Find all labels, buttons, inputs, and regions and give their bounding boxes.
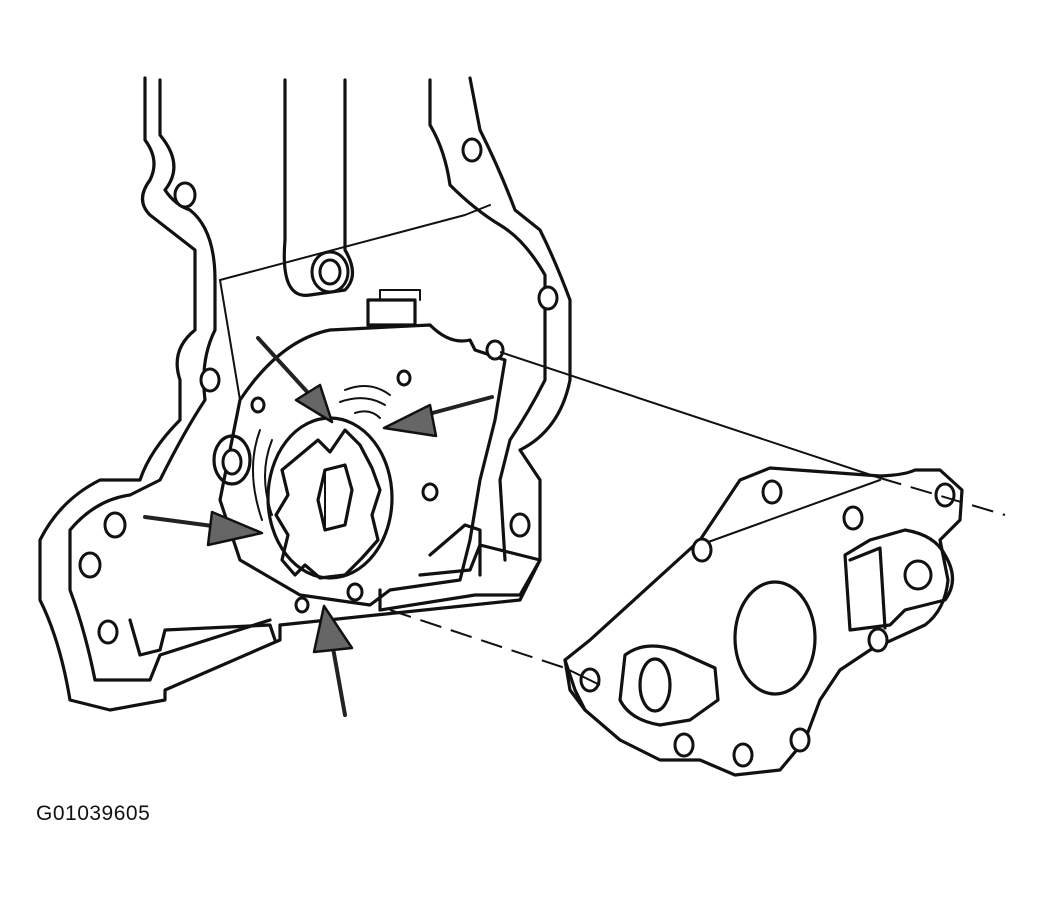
figure-caption: G01039605 (36, 802, 151, 825)
boss-bore (903, 559, 933, 591)
bolt-hole (250, 396, 266, 414)
crank-seal (212, 434, 252, 486)
arrow-bottom (312, 604, 354, 717)
front-cover-housing (38, 76, 572, 712)
bolt-hole (78, 551, 102, 579)
bolt-hole (97, 619, 119, 645)
arrow-upper-left (256, 336, 334, 424)
bolt-hole (396, 369, 412, 387)
bolt-hole (789, 727, 811, 753)
center-bore (733, 580, 817, 696)
bolt-hole (867, 627, 889, 653)
bolt-hole (346, 582, 364, 602)
bolt-hole (173, 181, 197, 209)
bolt-hole (691, 537, 713, 563)
bolt-hole (421, 482, 439, 502)
bolt-hole (761, 479, 783, 505)
bolt-hole (199, 367, 221, 393)
arrow-upper-right (382, 395, 494, 438)
inner-rotor-gear (274, 428, 382, 580)
bolt-hole (294, 596, 310, 614)
bolt-hole (461, 137, 483, 163)
housing-bolt-holes (78, 137, 559, 645)
bolt-hole (732, 742, 754, 768)
bolt-hole (537, 285, 559, 311)
alignment-lines (389, 351, 1006, 686)
cover-bolt-holes (579, 479, 956, 768)
bolt-hole (103, 511, 127, 539)
bolt-hole (673, 732, 695, 758)
callout-arrows (143, 336, 494, 717)
bolt-hole (934, 482, 956, 508)
bolt-hole (842, 505, 864, 531)
oil-pump-cover (563, 466, 964, 777)
tube-end-inner (318, 258, 342, 286)
bolt-hole (509, 512, 531, 538)
bolt-hole (485, 339, 505, 361)
arrow-left (143, 510, 264, 547)
